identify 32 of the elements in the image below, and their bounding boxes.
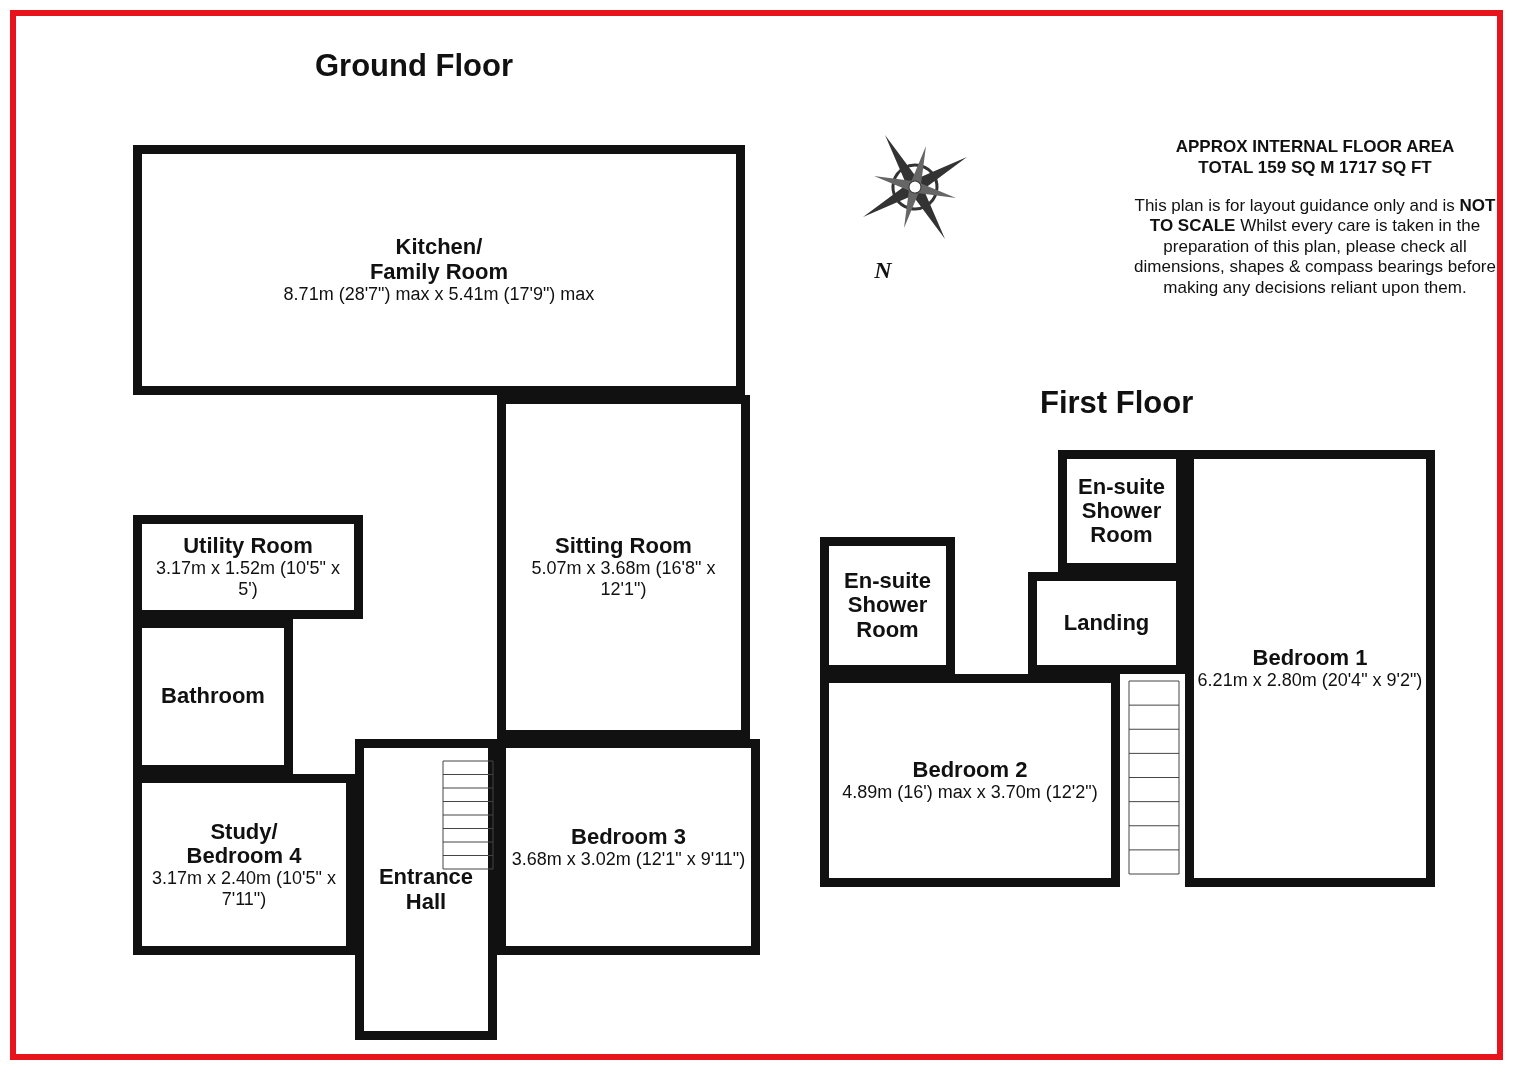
area-heading: APPROX INTERNAL FLOOR AREA: [1174, 137, 1456, 158]
room-dimensions: 5.07m x 3.68m (16'8" x 12'1"): [530, 558, 717, 600]
room-dimensions: 8.71m (28'7") max x 5.41m (17'9") max: [283, 283, 595, 305]
room-dimensions: 4.89m (16') max x 3.70m (12'2"): [842, 782, 1098, 803]
room-dimensions: 3.68m x 3.02m (12'1" x 9'11"): [511, 848, 746, 870]
room: [133, 515, 363, 619]
room: [820, 537, 955, 674]
room-name: Study/ Bedroom 4: [185, 819, 303, 868]
room-name: Bedroom 1: [1252, 646, 1368, 671]
room: [497, 739, 760, 955]
room-name: Entrance Hall: [377, 865, 475, 914]
room-name: En-suite Shower Room: [843, 569, 932, 642]
room-dimensions: 3.17m x 2.40m (10'5" x 7'11"): [151, 868, 337, 910]
compass-north-label: N: [873, 256, 894, 285]
floor-heading: Ground Floor: [315, 48, 514, 84]
room-name: Sitting Room: [555, 534, 692, 559]
room: [1185, 450, 1435, 887]
room-name: Kitchen/ Family Room: [368, 235, 510, 284]
room-name: Bedroom 2: [912, 758, 1028, 783]
floor-heading: First Floor: [1040, 385, 1194, 421]
room-name: Bathroom: [161, 684, 265, 709]
room-name: Landing: [1063, 610, 1150, 636]
disclaimer-text: This plan is for layout guidance only and is NOT TO SCALE Whilst every care is taken in the preparation of this plan, please check all dimensions, shapes & compass bearings before making any decisions reliant upon them.: [1133, 196, 1497, 298]
room: [820, 674, 1120, 887]
room-dimensions: 3.17m x 1.52m (10'5" x 5'): [155, 558, 341, 600]
room: [355, 739, 497, 1040]
room-name: En-suite Shower Room: [1077, 474, 1166, 548]
area-total: TOTAL 159 SQ M 1717 SQ FT: [1197, 158, 1433, 179]
room-dimensions: 6.21m x 2.80m (20'4" x 9'2"): [1197, 670, 1423, 691]
room-name: Bedroom 3: [571, 824, 686, 849]
room-name: Utility Room: [183, 534, 313, 559]
room: [133, 145, 745, 395]
